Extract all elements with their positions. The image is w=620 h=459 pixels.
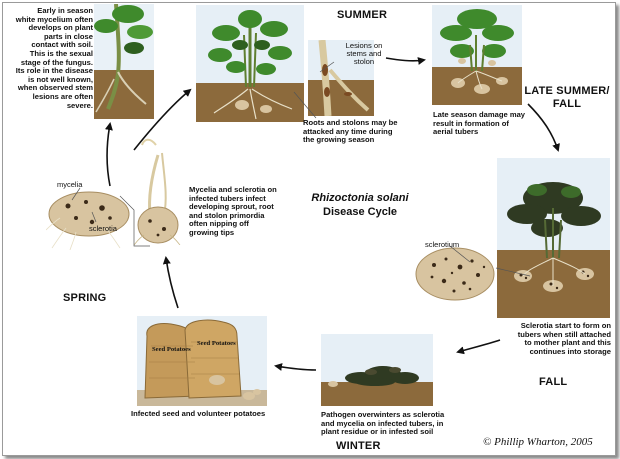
caption-sclerotia-form: Sclerotia start to form on tubers when s… bbox=[517, 321, 611, 356]
arrow-spring-to-tuber bbox=[162, 256, 179, 309]
cycle-title-species: Rhizoctonia solani bbox=[311, 192, 409, 204]
late-summer-plant-illustration bbox=[432, 5, 522, 105]
seed-potato-sacks-illustration bbox=[137, 316, 267, 406]
pointer-lesions bbox=[319, 61, 335, 73]
caption-overwinter: Pathogen overwinters as sclerotia and my… bbox=[321, 410, 445, 437]
arrow-fall-to-winter bbox=[456, 339, 501, 355]
caption-roots-stolons: Roots and stolons may be attacked any ti… bbox=[303, 118, 398, 145]
arrow-spring-to-early bbox=[104, 122, 113, 187]
label-sclerotia: sclerotia bbox=[89, 224, 117, 233]
sclerotium-tuber-illustration bbox=[415, 247, 495, 301]
sack-label-1: Seed Potatoes bbox=[152, 346, 191, 353]
infected-tuber-closeup-illustration bbox=[46, 191, 130, 250]
caption-early-season: Early in season white mycelium often dev… bbox=[15, 6, 93, 110]
pointer-sclerotia-label bbox=[91, 211, 97, 223]
dying-plant-illustration bbox=[497, 158, 610, 318]
season-spring: SPRING bbox=[63, 292, 107, 304]
season-late-summer-fall: LATE SUMMER/ FALL bbox=[524, 85, 610, 110]
arrow-early-to-summer bbox=[133, 88, 192, 151]
summer-plant-illustration bbox=[196, 5, 304, 122]
caption-lesions: Lesions on stems and stolon bbox=[345, 41, 383, 66]
arrow-summer-to-late-summer bbox=[385, 57, 426, 65]
label-mycelia: mycelia bbox=[57, 180, 83, 189]
caption-late-season: Late season damage may result in formati… bbox=[433, 110, 526, 137]
copyright-credit: © Phillip Wharton, 2005 bbox=[483, 436, 593, 448]
sack-label-2: Seed Potatoes bbox=[197, 340, 236, 347]
label-sclerotium: sclerotium bbox=[425, 240, 460, 249]
lesion-inset-illustration bbox=[308, 40, 374, 116]
arrow-late-summer-to-fall bbox=[527, 103, 560, 152]
arrow-winter-to-spring bbox=[274, 363, 317, 371]
season-winter: WINTER bbox=[336, 440, 381, 452]
pointer-sclerotia-form bbox=[495, 267, 531, 277]
pointer-mycelia bbox=[71, 187, 81, 201]
season-fall: FALL bbox=[539, 376, 568, 388]
early-season-plant-illustration bbox=[94, 4, 154, 119]
pointer-sclerotium bbox=[449, 245, 471, 263]
caption-infected-seed: Infected seed and volunteer potatoes bbox=[131, 409, 266, 418]
caption-mycelia-sclerotia: Mycelia and sclerotia on infected tubers… bbox=[189, 185, 277, 237]
plant-residue-illustration bbox=[321, 334, 433, 406]
season-summer: SUMMER bbox=[337, 9, 388, 21]
pointer-roots bbox=[293, 91, 317, 119]
pointer-closeup-box bbox=[119, 195, 150, 247]
cycle-title-subtitle: Disease Cycle bbox=[323, 206, 397, 218]
sprouting-tuber-illustration bbox=[134, 138, 181, 245]
